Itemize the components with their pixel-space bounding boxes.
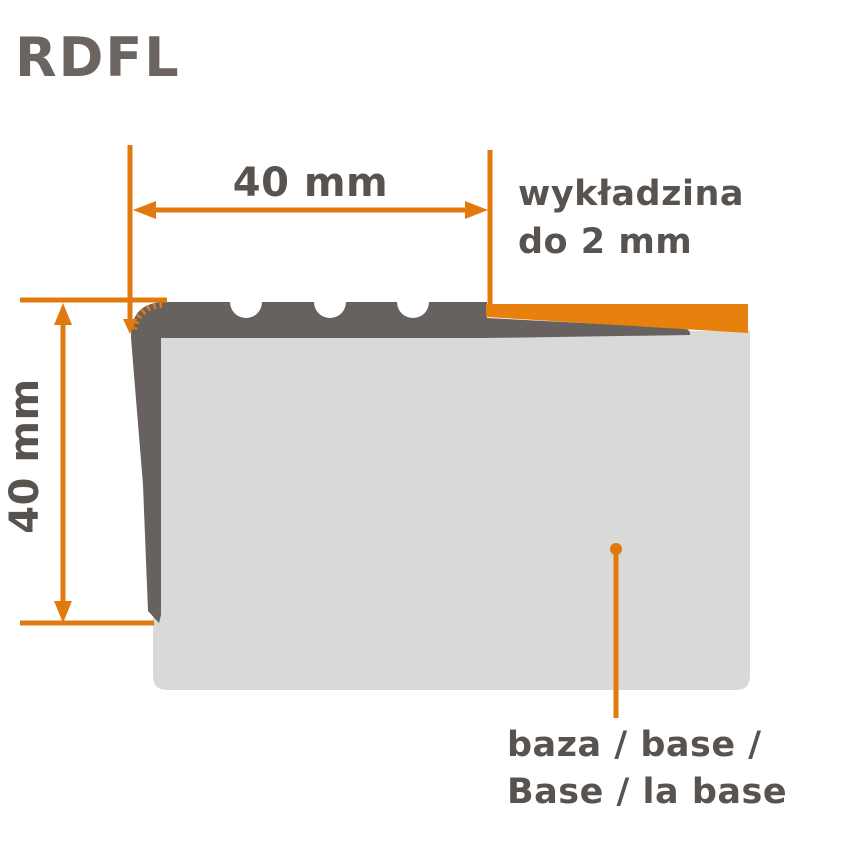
width-ext-arrow-down-icon	[123, 319, 137, 334]
covering-label-line2: do 2 mm	[518, 222, 693, 262]
base-callout-dot	[610, 543, 622, 555]
base-label-line2: Base / la base	[507, 772, 788, 812]
height-arrow-top-icon	[54, 303, 72, 325]
height-arrow-bottom-icon	[54, 601, 72, 623]
base-name-label: baza / base / Base / la base	[507, 722, 787, 816]
height-dimension-label: 40 mm	[2, 378, 48, 534]
nose-bend-dashed-arc	[131, 302, 163, 334]
covering-label: wykładzina do 2 mm	[518, 170, 744, 266]
covering-label-line1: wykładzina	[518, 174, 744, 214]
profile-taper-wedge	[487, 318, 691, 338]
product-code: RDFL	[15, 26, 181, 89]
height-dimension	[20, 297, 167, 626]
base-shape	[153, 331, 750, 690]
width-arrow-left-icon	[133, 201, 156, 219]
base-callout	[610, 543, 622, 718]
profile-shape	[131, 302, 487, 623]
width-arrow-right-icon	[465, 201, 488, 219]
width-dimension	[123, 145, 493, 334]
base-label-line1: baza / base /	[507, 725, 762, 765]
carpet-wedge	[486, 304, 748, 333]
width-dimension-label: 40 mm	[232, 160, 389, 206]
